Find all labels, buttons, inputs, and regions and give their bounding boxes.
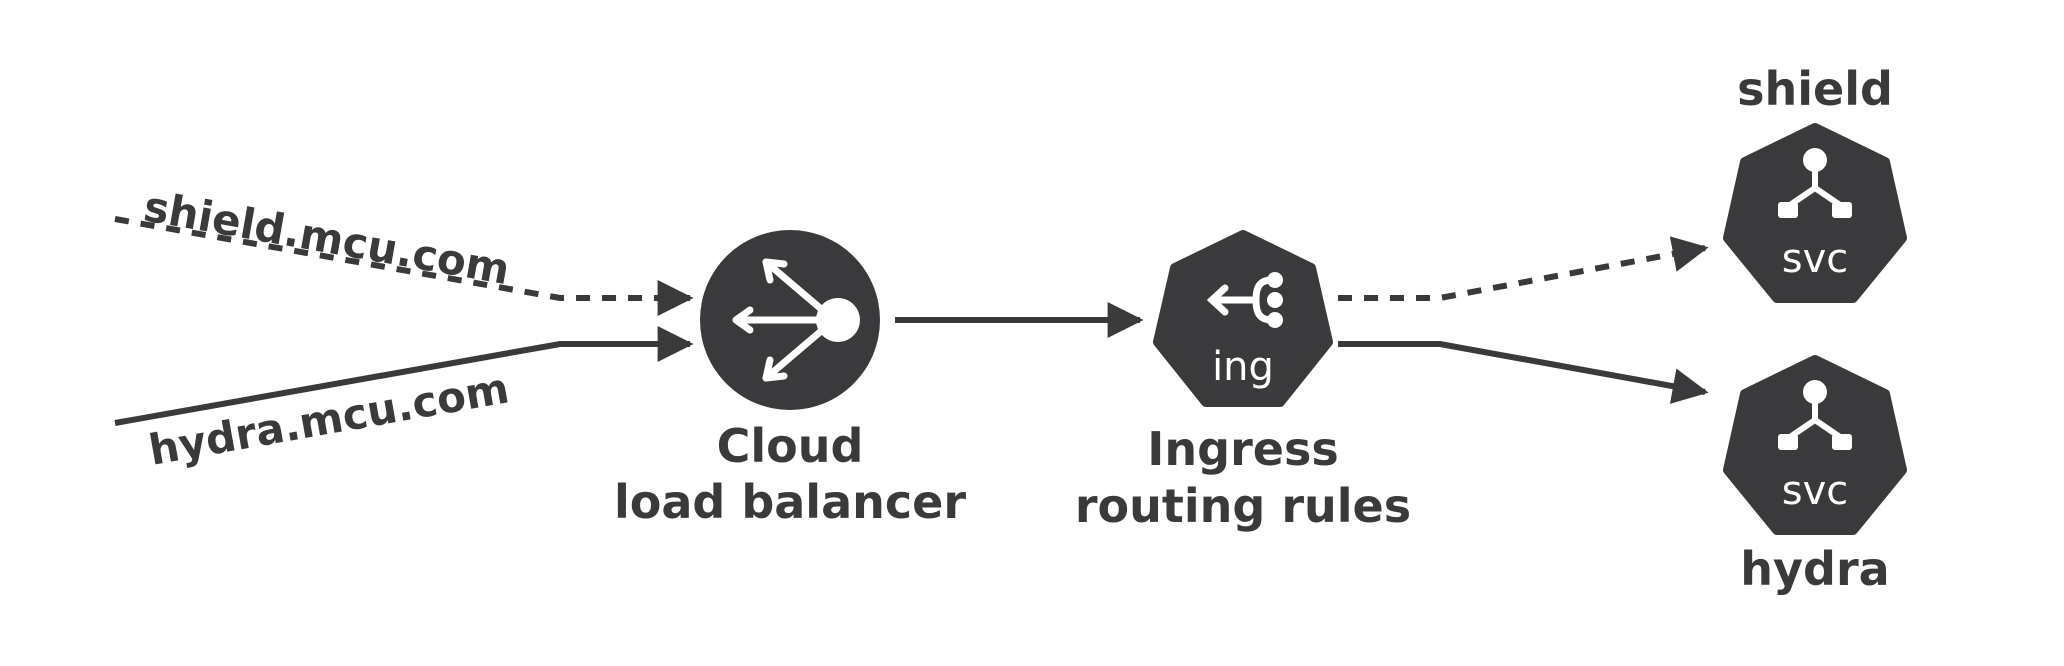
- hydra-host-label: hydra.mcu.com: [145, 363, 512, 475]
- ingress-label-line2: routing rules: [1075, 479, 1411, 533]
- service-icon-label-shield: svc: [1782, 236, 1849, 282]
- ingress-icon: [1153, 230, 1333, 407]
- load-balancer-arrows-icon: [732, 258, 860, 382]
- ingress-node: ing Ingress routing rules: [1075, 230, 1411, 533]
- ingress-icon-label: ing: [1212, 344, 1274, 390]
- ingress-fanout-icon: [1206, 272, 1283, 328]
- service-tree-icon: [1778, 380, 1852, 450]
- shield-request-line: [114, 216, 694, 316]
- ingress-to-shield-line: [1338, 236, 1709, 301]
- ingress-label-line1: Ingress: [1147, 422, 1338, 476]
- load-balancer-node: Cloud load balancer: [614, 230, 966, 529]
- service-node-shield: shield svc: [1723, 62, 1907, 303]
- service-tree-icon: [1778, 148, 1852, 218]
- ingress-to-hydra-line: [1338, 341, 1709, 404]
- service-name-shield: shield: [1737, 62, 1893, 116]
- service-icon: [1723, 355, 1907, 535]
- service-name-hydra: hydra: [1740, 542, 1889, 596]
- load-balancer-label-line1: Cloud: [717, 419, 864, 473]
- shield-host-label: shield.mcu.com: [140, 182, 513, 295]
- service-icon-label-hydra: svc: [1782, 468, 1849, 514]
- service-node-hydra: svc hydra: [1723, 355, 1907, 596]
- hydra-request-line: [114, 326, 694, 426]
- load-balancer-label-line2: load balancer: [614, 475, 966, 529]
- service-icon: [1723, 123, 1907, 303]
